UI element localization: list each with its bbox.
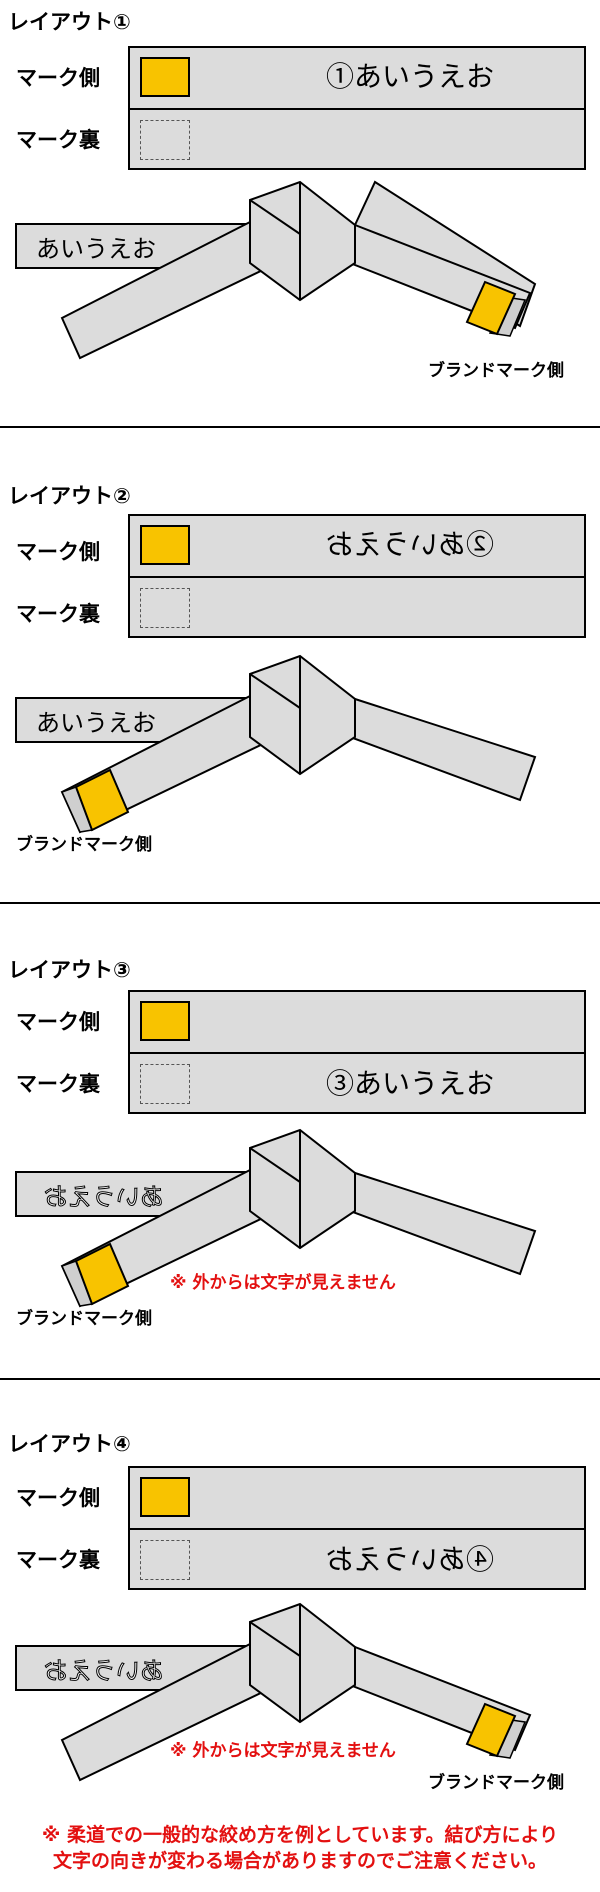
mark-back-label: マーク裏 — [16, 602, 100, 626]
label-name-text: ②あいうえお — [326, 528, 495, 561]
label-name-text: ①あいうえお — [325, 60, 494, 93]
mark-side-label: マーク側 — [16, 66, 100, 90]
footer-note-line-1: ※ 柔道での一般的な絞め方を例としています。結び方により — [41, 1824, 559, 1846]
belt-fold — [249, 1621, 301, 1657]
belt-knot — [249, 180, 356, 302]
brand-mark-swatch — [140, 57, 190, 97]
belt-text-mirrored: あいうえお — [44, 1657, 164, 1685]
belt-diagram: あいうえお — [15, 1128, 537, 1308]
brand-mark-label: ブランドマーク側 — [16, 1309, 152, 1329]
belt-diagram: あいうえお — [15, 654, 537, 834]
label-diagram: ③あいうえお — [128, 990, 586, 1114]
layout-title: レイアウト④ — [8, 1432, 131, 1456]
footer-note: ※ 柔道での一般的な絞め方を例としています。結び方により 文字の向きが変わる場合… — [0, 1822, 600, 1874]
belt-left-brand-mark — [74, 768, 130, 832]
belt-right-tail — [348, 697, 537, 802]
belt-knot — [249, 1602, 356, 1724]
brand-mark-swatch — [140, 525, 190, 565]
brand-mark-swatch — [140, 1477, 190, 1517]
mark-back-swatch — [140, 120, 190, 160]
belt-fold — [249, 1147, 301, 1183]
belt-right-tail — [348, 1171, 537, 1276]
label-name-text: ③あいうえお — [325, 1067, 494, 1100]
section-divider — [0, 902, 600, 904]
warning-text: ※ 外からは文字が見えません — [170, 1273, 396, 1293]
mark-side-label: マーク側 — [16, 1486, 100, 1510]
belt-knot — [249, 654, 356, 776]
belt-diagram: あいうえお — [15, 180, 537, 360]
label-diagram: ①あいうえお — [128, 46, 586, 170]
label-name-text: ④あいうえお — [326, 1543, 495, 1576]
belt-right-brand-mark — [465, 1702, 517, 1758]
belt-text: あいうえお — [36, 235, 156, 263]
belt-text: あいうえお — [36, 709, 156, 737]
layout-1: レイアウト① マーク側 マーク裏 ①あいうえお あいうえお ブランドマーク側 — [0, 0, 600, 470]
belt-diagram: あいうえお — [15, 1602, 532, 1782]
mark-back-label: マーク裏 — [16, 1072, 100, 1096]
label-diagram: ②あいうえお — [128, 514, 586, 638]
belt-left-brand-mark — [74, 1242, 130, 1306]
brand-mark-label: ブランドマーク側 — [16, 835, 152, 855]
layout-title: レイアウト① — [8, 10, 131, 34]
brand-mark-label: ブランドマーク側 — [428, 1773, 564, 1793]
mark-side-label: マーク側 — [16, 1010, 100, 1034]
label-divider — [130, 108, 584, 110]
label-divider — [130, 1052, 584, 1054]
label-diagram: ④あいうえお — [128, 1466, 586, 1590]
mark-back-swatch — [140, 1540, 190, 1580]
footer-note-line-2: 文字の向きが変わる場合がありますのでご注意ください。 — [52, 1850, 547, 1872]
mark-back-label: マーク裏 — [16, 128, 100, 152]
mark-back-swatch — [140, 1064, 190, 1104]
label-divider — [130, 1528, 584, 1530]
belt-fold — [249, 199, 301, 235]
belt-text-mirrored: あいうえお — [44, 1183, 164, 1211]
layout-2: レイアウト② マーク側 マーク裏 ②あいうえお あいうえお ブランドマーク側 — [0, 474, 600, 944]
layout-title: レイアウト② — [8, 484, 131, 508]
belt-fold — [249, 673, 301, 709]
layout-4: レイアウト④ マーク側 マーク裏 ④あいうえお あいうえお ※ 外からは文字が見… — [0, 1422, 600, 1892]
warning-text: ※ 外からは文字が見えません — [170, 1741, 396, 1761]
mark-back-label: マーク裏 — [16, 1548, 100, 1572]
layout-title: レイアウト③ — [8, 958, 131, 982]
mark-side-label: マーク側 — [16, 540, 100, 564]
brand-mark-label: ブランドマーク側 — [428, 361, 564, 381]
belt-right-brand-mark — [465, 280, 517, 336]
brand-mark-swatch — [140, 1001, 190, 1041]
label-divider — [130, 576, 584, 578]
layout-3: レイアウト③ マーク側 マーク裏 ③あいうえお あいうえお ※ 外からは文字が見… — [0, 948, 600, 1418]
belt-knot — [249, 1128, 356, 1250]
section-divider — [0, 1378, 600, 1380]
mark-back-swatch — [140, 588, 190, 628]
section-divider — [0, 426, 600, 428]
